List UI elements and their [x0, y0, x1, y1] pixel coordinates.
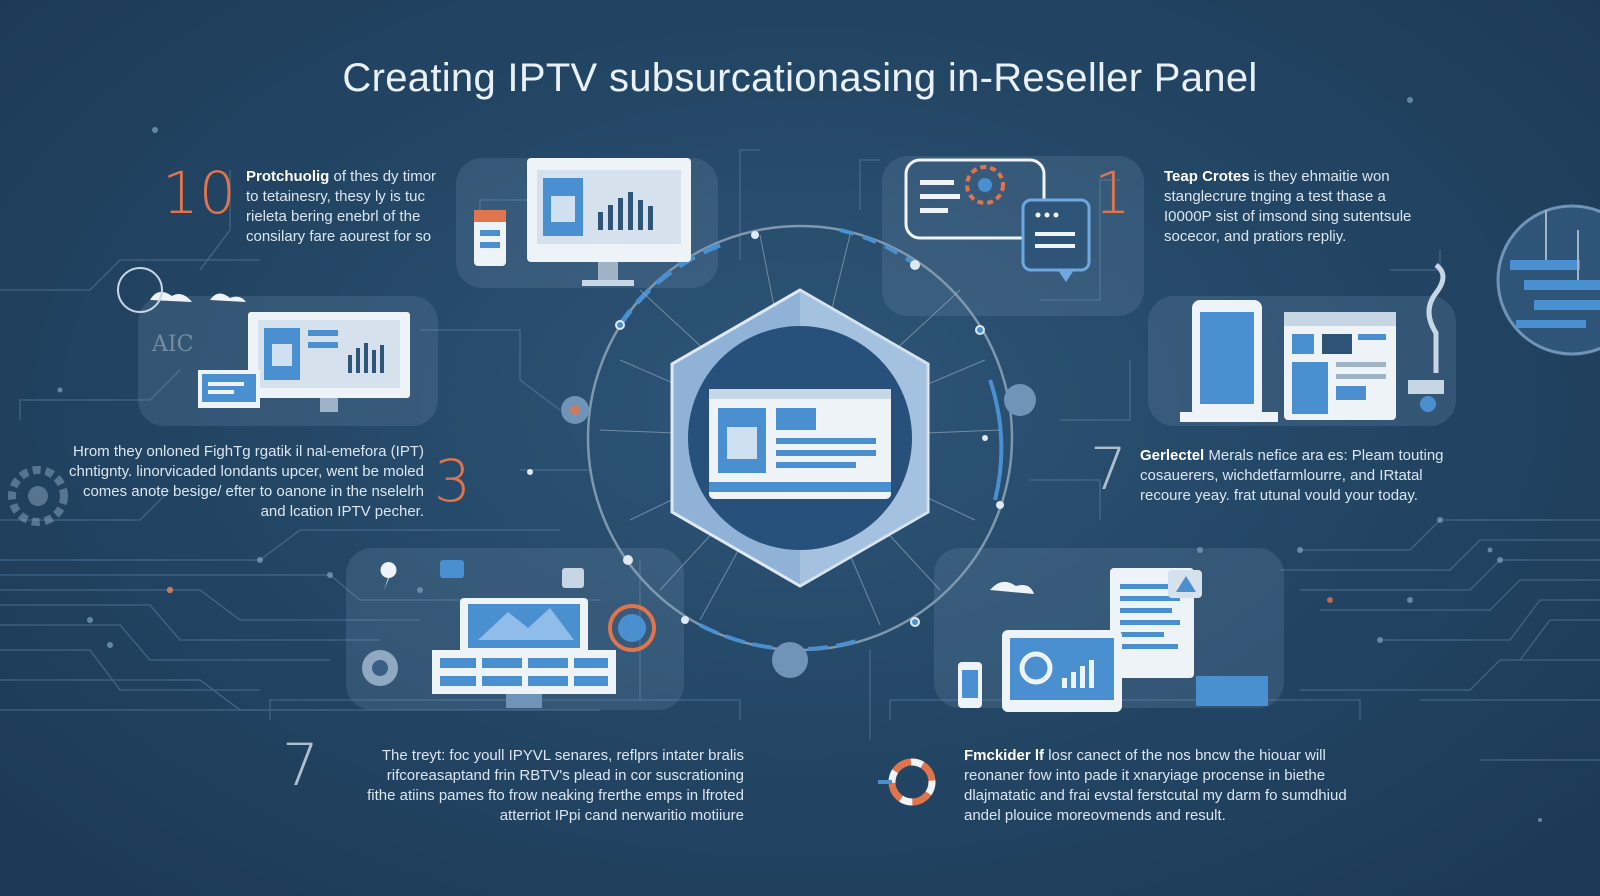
step-number-1: 10	[162, 159, 236, 227]
step-heading: Fmckider lf	[964, 747, 1045, 764]
monitor-left-icon	[117, 267, 410, 412]
step-3-line-3: comes anote besige/ efter to oanone in t…	[82, 483, 424, 500]
globe-icon	[1496, 204, 1600, 356]
step-2-line-3: I0000P sist of imsond sing sutentsule	[1164, 208, 1412, 225]
step-2-line-2: stanglecrure tnging a test thase a	[1164, 188, 1386, 205]
step-number-3: 3	[434, 447, 471, 515]
step-4-line-2: cosauerers, wichdetfarmlourre, and IRtat…	[1140, 467, 1423, 484]
step-3-line-4: and lcation IPTV pecher.	[260, 503, 424, 520]
step-heading: Teap Crotes	[1164, 168, 1250, 185]
step-5-line-2: rifcoreasaptand frin RBTV's plead in cor…	[386, 767, 744, 784]
devices-right-icon	[1180, 262, 1446, 422]
step-text-6: Fmckider lf losr canect of the nos bncw …	[964, 746, 1347, 826]
step-text-3: Hrom they onloned FighTg rgatik il nal-e…	[26, 442, 424, 522]
step-number-2: 1	[1094, 159, 1131, 227]
step-4-line-1: Gerlectel Merals nefice ara es: Pleam to…	[1140, 447, 1444, 464]
step-3-line-1: Hrom they onloned FighTg rgatik il nal-e…	[73, 443, 424, 460]
step-text-5: The treyt: foc youll IPYVL senares, refl…	[310, 746, 744, 826]
step-3-line-2: chntignty. linorvicaded londants upcer, …	[69, 463, 424, 480]
step-6-line-4: andel plouice moreovmends and result.	[964, 807, 1226, 824]
step-6-line-2: reonaner fow into pade it xnaryiage proc…	[964, 767, 1326, 784]
step-6-line-3: dlajmatatic and frai evstal ferstcutal m…	[964, 787, 1347, 804]
aic-label: AIC	[152, 332, 194, 357]
step-1-line-4: consilary fare aourest for so	[246, 228, 432, 245]
chat-bubbles-icon	[904, 158, 1091, 282]
step-2-line-4: socecor, and pratiors repliy.	[1164, 228, 1347, 245]
step-text-2: Teap Crotes is they ehmaitie won stangle…	[1164, 167, 1411, 247]
step-2-line-1: Teap Crotes is they ehmaitie won	[1164, 168, 1390, 185]
step-heading: Gerlectel	[1140, 447, 1205, 464]
step-text-4: Gerlectel Merals nefice ara es: Pleam to…	[1140, 446, 1444, 506]
step-number-5: 7	[282, 731, 319, 799]
step-number-4: 7	[1090, 435, 1127, 503]
step-text-1: Protchuolig of thes dy timor to tetaines…	[246, 167, 458, 247]
step-1-line-3: rieleta bering enebrl of the	[246, 208, 421, 225]
step-1-line-1: Protchuolig of thes dy timor	[246, 168, 437, 185]
step-5-line-1: The treyt: foc youll IPYVL senares, refl…	[381, 747, 744, 764]
step-heading: Protchuolig	[246, 168, 330, 185]
step-5-line-3: fithe atiins pames fto frow neaking frer…	[367, 787, 744, 804]
laptop-documents-icon	[958, 568, 1268, 712]
step-6-line-1: Fmckider lf losr canect of the nos bncw …	[964, 747, 1326, 764]
gear-icon	[8, 466, 68, 526]
step-4-line-3: recoure yeay. frat utunal vould your tod…	[1140, 487, 1418, 504]
monitor-top-center-icon	[474, 158, 691, 286]
lifebuoy-icon	[878, 758, 936, 806]
monitor-bottom-left-icon	[362, 560, 656, 708]
central-hexagon	[670, 288, 930, 588]
page-title: Creating IPTV subsurcationasing in-Resel…	[342, 56, 1258, 100]
step-5-line-4: atterriot IPpi cand nerwaritio motiiure	[499, 807, 744, 824]
step-1-line-2: to tetainesry, thesy ly is tuc	[246, 188, 425, 205]
